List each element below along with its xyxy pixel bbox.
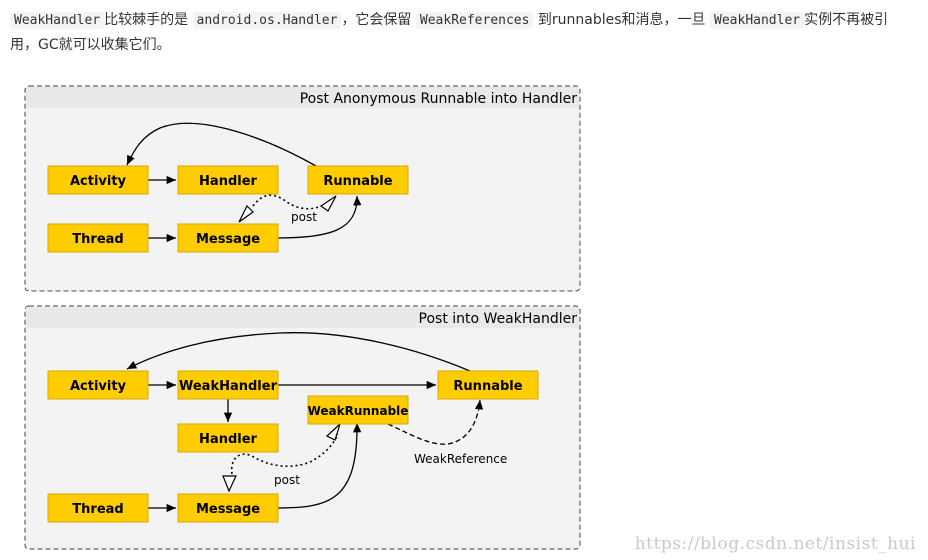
paragraph-text: ，它会保留	[341, 12, 412, 28]
svg-text:Activity: Activity	[70, 174, 127, 189]
node-handler-2: Handler	[177, 423, 279, 453]
edge-post-dotted	[252, 194, 335, 210]
svg-text:Runnable: Runnable	[323, 174, 392, 189]
edge-runnable-activity-2	[126, 332, 471, 372]
svg-text:Runnable: Runnable	[453, 379, 522, 394]
inline-code: WeakHandler	[10, 12, 105, 29]
edge-message-weakrunnable	[277, 422, 362, 509]
paragraph-text: 实例不再被引用，GC就可以收集它们。	[10, 12, 889, 53]
svg-text:Message: Message	[196, 232, 260, 247]
svg-text:Thread: Thread	[72, 502, 123, 517]
weakreference-label: WeakReference	[414, 452, 507, 466]
inline-code: WeakHandler	[710, 12, 805, 29]
diagram-panel-1: Post Anonymous Runnable into Handler pos…	[24, 85, 581, 292]
inline-code: android.os.Handler	[192, 12, 342, 29]
svg-text:WeakHandler: WeakHandler	[179, 379, 278, 394]
hollow-arrow-message-2	[222, 475, 237, 493]
paragraph-text: 到runnables和消息，一旦	[537, 12, 706, 28]
post-label-1: post	[291, 210, 317, 224]
node-message-2: Message	[177, 493, 279, 523]
edge-runnable-activity	[126, 122, 317, 167]
hollow-arrow-runnable	[319, 195, 337, 212]
node-weakhandler: WeakHandler	[177, 370, 279, 400]
svg-text:Handler: Handler	[199, 174, 257, 189]
post-label-2: post	[274, 473, 300, 487]
node-thread-2: Thread	[47, 493, 149, 523]
diagram-panel-2: Post into WeakHandler post WeakReference…	[24, 305, 581, 550]
svg-text:Handler: Handler	[199, 432, 257, 447]
edge-message-runnable	[277, 195, 362, 239]
node-message: Message	[177, 223, 279, 253]
paragraph-text: 比较棘手的是	[104, 12, 189, 28]
node-weakrunnable: WeakRunnable	[307, 395, 409, 425]
edge-weakreference-dashed	[387, 399, 484, 445]
node-thread: Thread	[47, 223, 149, 253]
node-activity-2: Activity	[47, 370, 149, 400]
hollow-arrow-message	[238, 204, 254, 223]
svg-text:WeakRunnable: WeakRunnable	[308, 404, 409, 418]
diagram-2-title: Post into WeakHandler	[419, 311, 578, 327]
watermark: https://blog.csdn.net/insist_hui	[634, 534, 916, 554]
node-activity: Activity	[47, 165, 149, 195]
diagram-1-title: Post Anonymous Runnable into Handler	[300, 91, 578, 107]
node-runnable-2: Runnable	[437, 370, 539, 400]
svg-text:Activity: Activity	[70, 379, 127, 394]
inline-code: WeakReferences	[415, 12, 534, 29]
node-runnable: Runnable	[307, 165, 409, 195]
hollow-arrow-weakrunnable	[325, 422, 342, 441]
node-handler: Handler	[177, 165, 279, 195]
svg-text:Message: Message	[196, 502, 260, 517]
svg-text:Thread: Thread	[72, 232, 123, 247]
